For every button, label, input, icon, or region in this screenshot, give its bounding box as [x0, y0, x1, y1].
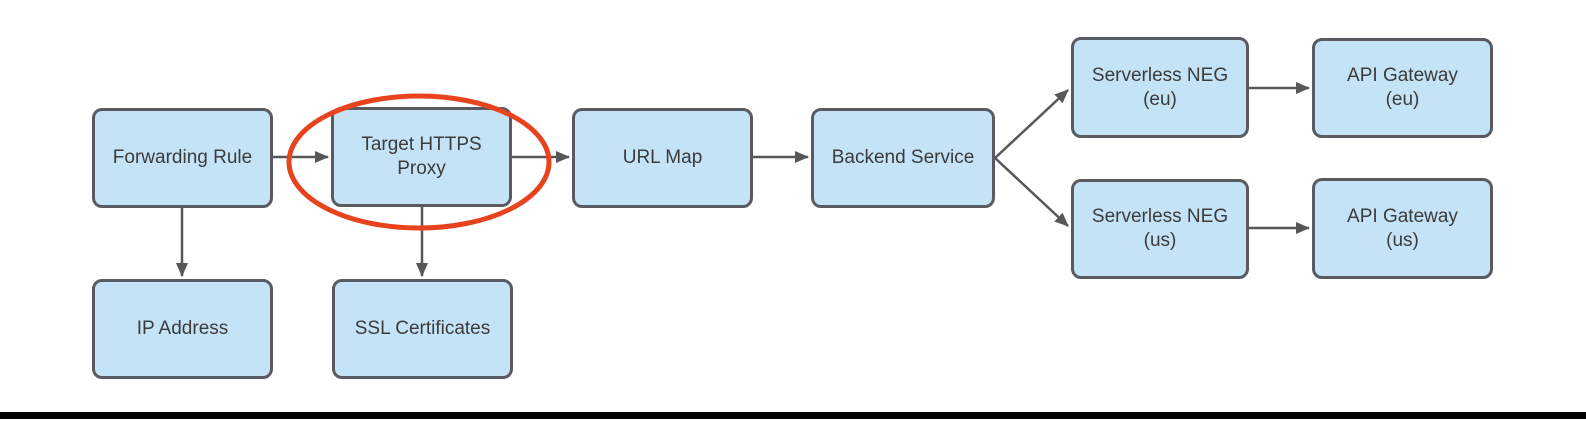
edge-backend-service-to-serverless-neg-eu: [994, 89, 1069, 159]
node-backend-service-label: Backend Service: [831, 147, 975, 168]
node-forwarding-rule: Forwarding Rule: [92, 108, 273, 208]
node-target-https-proxy: Target HTTPS Proxy: [331, 107, 512, 207]
node-serverless-neg-us: Serverless NEG (us): [1071, 179, 1249, 279]
node-ssl-certificates: SSL Certificates: [332, 279, 513, 379]
node-serverless-neg-us-label: Serverless NEG (us): [1091, 206, 1229, 251]
node-serverless-neg-eu-label: Serverless NEG (eu): [1091, 64, 1229, 110]
node-ssl-certificates-label: SSL Certificates: [354, 318, 491, 339]
edge-backend-service-to-serverless-neg-us: [994, 157, 1069, 227]
node-ip-address-label: IP Address: [136, 318, 229, 339]
node-url-map-label: URL Map: [622, 147, 703, 168]
node-backend-service: Backend Service: [811, 108, 995, 208]
node-api-gateway-eu: API Gateway (eu): [1312, 38, 1493, 138]
node-target-https-proxy-label: Target HTTPS Proxy: [361, 134, 482, 179]
node-api-gateway-eu-label: API Gateway (eu): [1347, 65, 1458, 110]
node-api-gateway-us: API Gateway (us): [1312, 178, 1493, 279]
bottom-border-bar: [0, 412, 1586, 419]
node-serverless-neg-eu: Serverless NEG (eu): [1071, 37, 1249, 138]
node-forwarding-rule-label: Forwarding Rule: [112, 147, 253, 168]
node-ip-address: IP Address: [92, 279, 273, 379]
node-api-gateway-us-label: API Gateway (us): [1347, 205, 1458, 251]
node-url-map: URL Map: [572, 108, 753, 208]
